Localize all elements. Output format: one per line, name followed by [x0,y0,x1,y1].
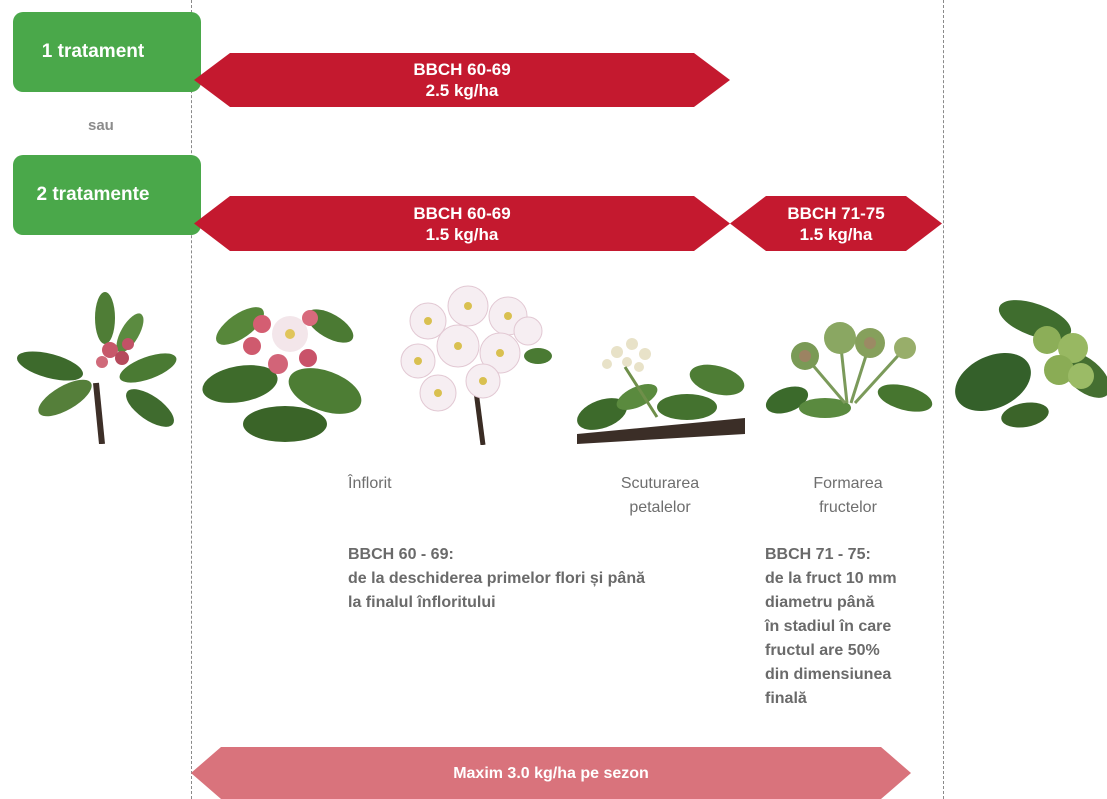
bbch-71-75-line-2: diametru până [765,594,875,611]
bbch-71-75-line-5: din dimensiunea [765,666,892,683]
bbch-71-75-description: BBCH 71 - 75: de la fruct 10 mm diametru… [765,543,945,711]
bbch-71-75-line-4: fructul are 50% [765,642,880,659]
two-treatments-badge: 2 tratamente [13,155,201,235]
apple-petal-fall-icon [577,338,745,444]
bbch-60-69-description: BBCH 60 - 69: de la deschiderea primelor… [348,543,748,615]
petal-fall-line-1: Scuturarea [620,475,700,492]
first-arrow-dose: 1.5 kg/ha [425,224,499,244]
apple-bud-icon [17,292,177,444]
single-arrow-dose: 2.5 kg/ha [425,81,499,100]
or-label: sau [88,117,114,134]
apple-young-fruit-icon [955,300,1107,428]
guide-line-end [943,0,944,799]
bbch-60-69-title: BBCH 60 - 69: [348,546,454,563]
second-arrow-dose: 1.5 kg/ha [799,224,873,244]
bbch-60-69-line-2: la finalul înfloritului [348,594,496,611]
fruit-set-line-2: fructelor [819,499,877,516]
petal-fall-line-2: petalelor [629,499,691,516]
single-arrow-stage: BBCH 60-69 [413,60,511,79]
bbch-71-75-title: BBCH 71 - 75: [765,546,871,563]
apple-fruitlet-icon [765,322,933,418]
single-treatment-arrow: BBCH 60-69 2.5 kg/ha [194,53,730,107]
season-max-arrow: Maxim 3.0 kg/ha pe sezon [191,747,911,799]
flowering-text: Înflorit [348,475,392,492]
fruit-set-label: Formarea fructelor [788,472,908,520]
second-of-two-arrow: BBCH 71-75 1.5 kg/ha [730,196,942,251]
bbch-71-75-line-3: în stadiul în care [765,618,892,635]
guide-line-start [191,0,192,799]
two-treatments-label: 2 tratamente [36,184,150,205]
bbch-60-69-line-1: de la deschiderea primelor flori și până [348,570,645,587]
apple-blossom-icon [400,285,552,445]
one-treatment-label: 1 tratament [41,41,145,62]
flowering-label: Înflorit [348,472,392,496]
bbch-71-75-line-6: finală [765,690,807,707]
first-arrow-stage: BBCH 60-69 [413,203,511,223]
season-max-label: Maxim 3.0 kg/ha pe sezon [453,764,649,782]
one-treatment-badge: 1 tratament [13,12,201,92]
fruit-set-line-1: Formarea [813,475,883,492]
bbch-71-75-line-1: de la fruct 10 mm [765,570,897,587]
second-arrow-stage: BBCH 71-75 [787,203,885,223]
petal-fall-label: Scuturarea petalelor [600,472,720,520]
first-of-two-arrow: BBCH 60-69 1.5 kg/ha [194,196,730,251]
apple-pink-bud-icon [202,307,362,442]
